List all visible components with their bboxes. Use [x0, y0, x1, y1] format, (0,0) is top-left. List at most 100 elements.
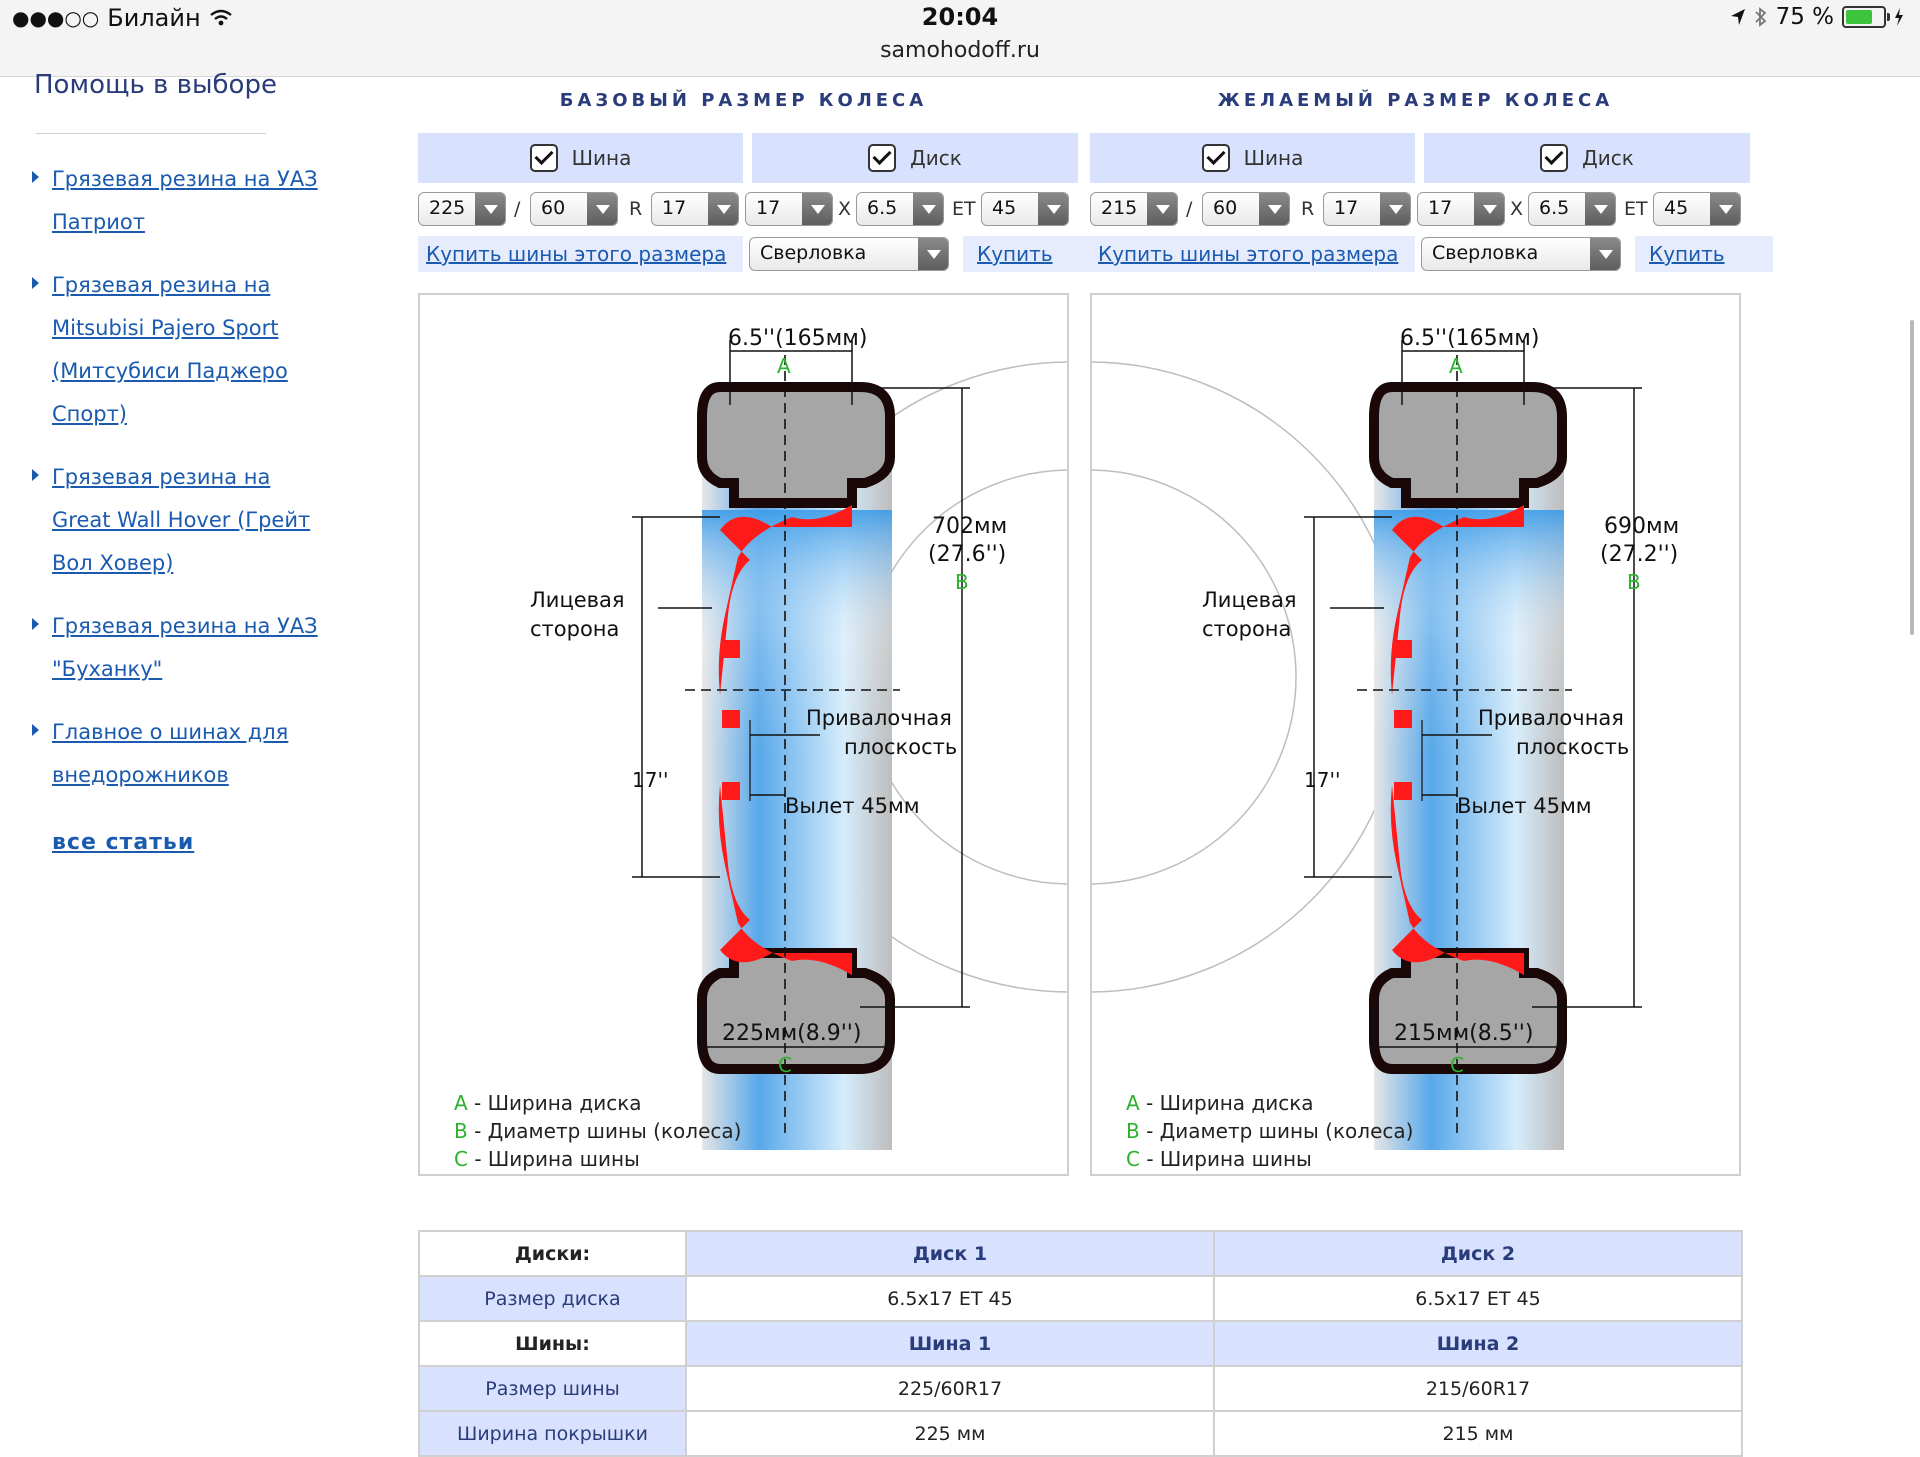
clock: 20:04 — [921, 3, 999, 31]
row-label: Размер шины — [418, 1365, 687, 1412]
tire-tab-label: Шина — [1243, 146, 1304, 170]
legend-item-c: C - Ширина шины — [1126, 1147, 1312, 1171]
bullet-triangle-icon — [32, 171, 39, 183]
list-item: Грязевая резина на Mitsubisi Pajero Spor… — [30, 264, 320, 436]
dim-a-label: 6.5''(165мм) — [728, 326, 867, 351]
tire-radius-select[interactable]: 17 — [1323, 192, 1411, 226]
tire-profile-select[interactable]: 60 — [1202, 192, 1290, 226]
tire-checkbox[interactable] — [1201, 144, 1230, 172]
legend-item-a: A - Ширина диска — [454, 1091, 642, 1115]
tire-width-select[interactable]: 215 — [1090, 192, 1178, 226]
list-item: Грязевая резина на Great Wall Hover (Гре… — [30, 456, 320, 585]
mounting-plane-line1: Привалочная — [806, 706, 952, 730]
buy-tires-link[interactable]: Купить шины этого размера — [1098, 242, 1399, 266]
battery-icon — [1842, 6, 1890, 28]
r-separator: R — [629, 198, 643, 220]
face-side-line1: Лицевая — [530, 588, 625, 612]
buy-tires-link[interactable]: Купить шины этого размера — [426, 242, 727, 266]
disc-diameter-select[interactable]: 17 — [1417, 192, 1505, 226]
tire-radius-select[interactable]: 17 — [651, 192, 739, 226]
article-link-great-wall-hover[interactable]: Грязевая резина на Great Wall Hover (Гре… — [52, 465, 311, 575]
cell-value: Шина 1 — [685, 1320, 1215, 1367]
disc-width-select[interactable]: 6.5 — [856, 192, 944, 226]
dim-b-mm: 702мм — [932, 514, 1007, 539]
panel-heading: ЖЕЛАЕМЫЙ РАЗМЕР КОЛЕСА — [1217, 90, 1614, 111]
x-separator: X — [838, 198, 852, 220]
panel-heading: БАЗОВЫЙ РАЗМЕР КОЛЕСА — [559, 90, 928, 111]
disc-tab[interactable]: Диск — [752, 133, 1078, 183]
cell-value: Шина 2 — [1213, 1320, 1743, 1367]
cell-value: 6.5x17 ET 45 — [685, 1275, 1215, 1322]
tire-top — [697, 382, 895, 508]
buy-disc-link[interactable]: Купить — [1649, 242, 1725, 266]
list-item: Главное о шинах для внедорожников — [30, 711, 320, 797]
scrollbar[interactable] — [1910, 320, 1914, 635]
dim-b-in: (27.2'') — [1600, 542, 1678, 567]
chevron-down-icon — [1380, 193, 1410, 225]
chevron-down-icon — [1259, 193, 1289, 225]
offset-label: Вылет 45мм — [1457, 794, 1592, 818]
tire-tab[interactable]: Шина — [418, 133, 743, 183]
list-item: Грязевая резина на УАЗ "Буханку" — [30, 605, 320, 691]
cell-value: 225/60R17 — [685, 1365, 1215, 1412]
article-link-pajero-sport[interactable]: Грязевая резина на Mitsubisi Pajero Spor… — [52, 273, 288, 426]
article-link-offroad-tires[interactable]: Главное о шинах для внедорожников — [52, 720, 289, 787]
legend-item-a: A - Ширина диска — [1126, 1091, 1314, 1115]
buy-disc-bar: Купить — [963, 236, 1101, 272]
tire-checkbox[interactable] — [529, 144, 558, 172]
x-separator: X — [1510, 198, 1524, 220]
cell-value: 225 мм — [685, 1410, 1215, 1457]
mounting-plane-line2: плоскость — [844, 735, 957, 759]
disc-checkbox[interactable] — [868, 144, 897, 172]
buy-tires-bar: Купить шины этого размера — [1090, 236, 1415, 272]
offset-label: Вылет 45мм — [785, 794, 920, 818]
chevron-down-icon — [1585, 193, 1615, 225]
face-side-line2: сторона — [1202, 617, 1291, 641]
url-bar[interactable]: samohodoff.ru — [880, 38, 1040, 63]
bolt-pattern-select[interactable]: Сверловка — [749, 237, 949, 271]
buy-disc-bar: Купить — [1635, 236, 1773, 272]
et-select[interactable]: 45 — [1653, 192, 1741, 226]
dim-b-mm: 690мм — [1604, 514, 1679, 539]
disc-diameter-select[interactable]: 17 — [745, 192, 833, 226]
bolt-pattern-select[interactable]: Сверловка — [1421, 237, 1621, 271]
status-bar: ●●●○○ Билайн 20:04 samohodoff.ru 75 % — [0, 0, 1920, 77]
sidebar-title: Помощь в выборе — [34, 70, 277, 100]
tire-profile-select[interactable]: 60 — [530, 192, 618, 226]
chevron-down-icon — [1474, 193, 1504, 225]
row-label: Ширина покрышки — [418, 1410, 687, 1457]
disc-checkbox[interactable] — [1540, 144, 1569, 172]
buy-disc-link[interactable]: Купить — [977, 242, 1053, 266]
list-item: Грязевая резина на УАЗ Патриот — [30, 158, 320, 244]
bullet-triangle-icon — [32, 277, 39, 289]
dim-b-in: (27.6'') — [928, 542, 1006, 567]
cell-value: Диск 1 — [685, 1230, 1215, 1277]
chevron-down-icon — [1038, 193, 1068, 225]
legend-item-c: C - Ширина шины — [454, 1147, 640, 1171]
article-link-uaz-bukhanka[interactable]: Грязевая резина на УАЗ "Буханку" — [52, 614, 318, 681]
tire-tab[interactable]: Шина — [1090, 133, 1415, 183]
marker-b: B — [955, 570, 969, 594]
tire-bottom — [697, 948, 895, 1074]
cell-value: 6.5x17 ET 45 — [1213, 1275, 1743, 1322]
status-right: 75 % — [1730, 4, 1904, 30]
carrier-name: Билайн — [107, 4, 201, 32]
chevron-down-icon — [1147, 193, 1177, 225]
dim-a-label: 6.5''(165мм) — [1400, 326, 1539, 351]
bullet-triangle-icon — [32, 724, 39, 736]
disc-tab[interactable]: Диск — [1424, 133, 1750, 183]
all-articles-link[interactable]: все статьи — [52, 830, 195, 855]
et-select[interactable]: 45 — [981, 192, 1069, 226]
buy-tires-bar: Купить шины этого размера — [418, 236, 743, 272]
tire-width-select[interactable]: 225 — [418, 192, 506, 226]
bluetooth-icon — [1754, 7, 1766, 27]
chevron-down-icon — [802, 193, 832, 225]
legend-item-b: B - Диаметр шины (колеса) — [454, 1119, 742, 1143]
marker-c: C — [1450, 1053, 1464, 1077]
marker-a: A — [777, 354, 791, 378]
disc-width-select[interactable]: 6.5 — [1528, 192, 1616, 226]
tire-top — [1369, 382, 1567, 508]
article-link-uaz-patriot[interactable]: Грязевая резина на УАЗ Патриот — [52, 167, 318, 234]
battery-percent: 75 % — [1775, 4, 1834, 30]
